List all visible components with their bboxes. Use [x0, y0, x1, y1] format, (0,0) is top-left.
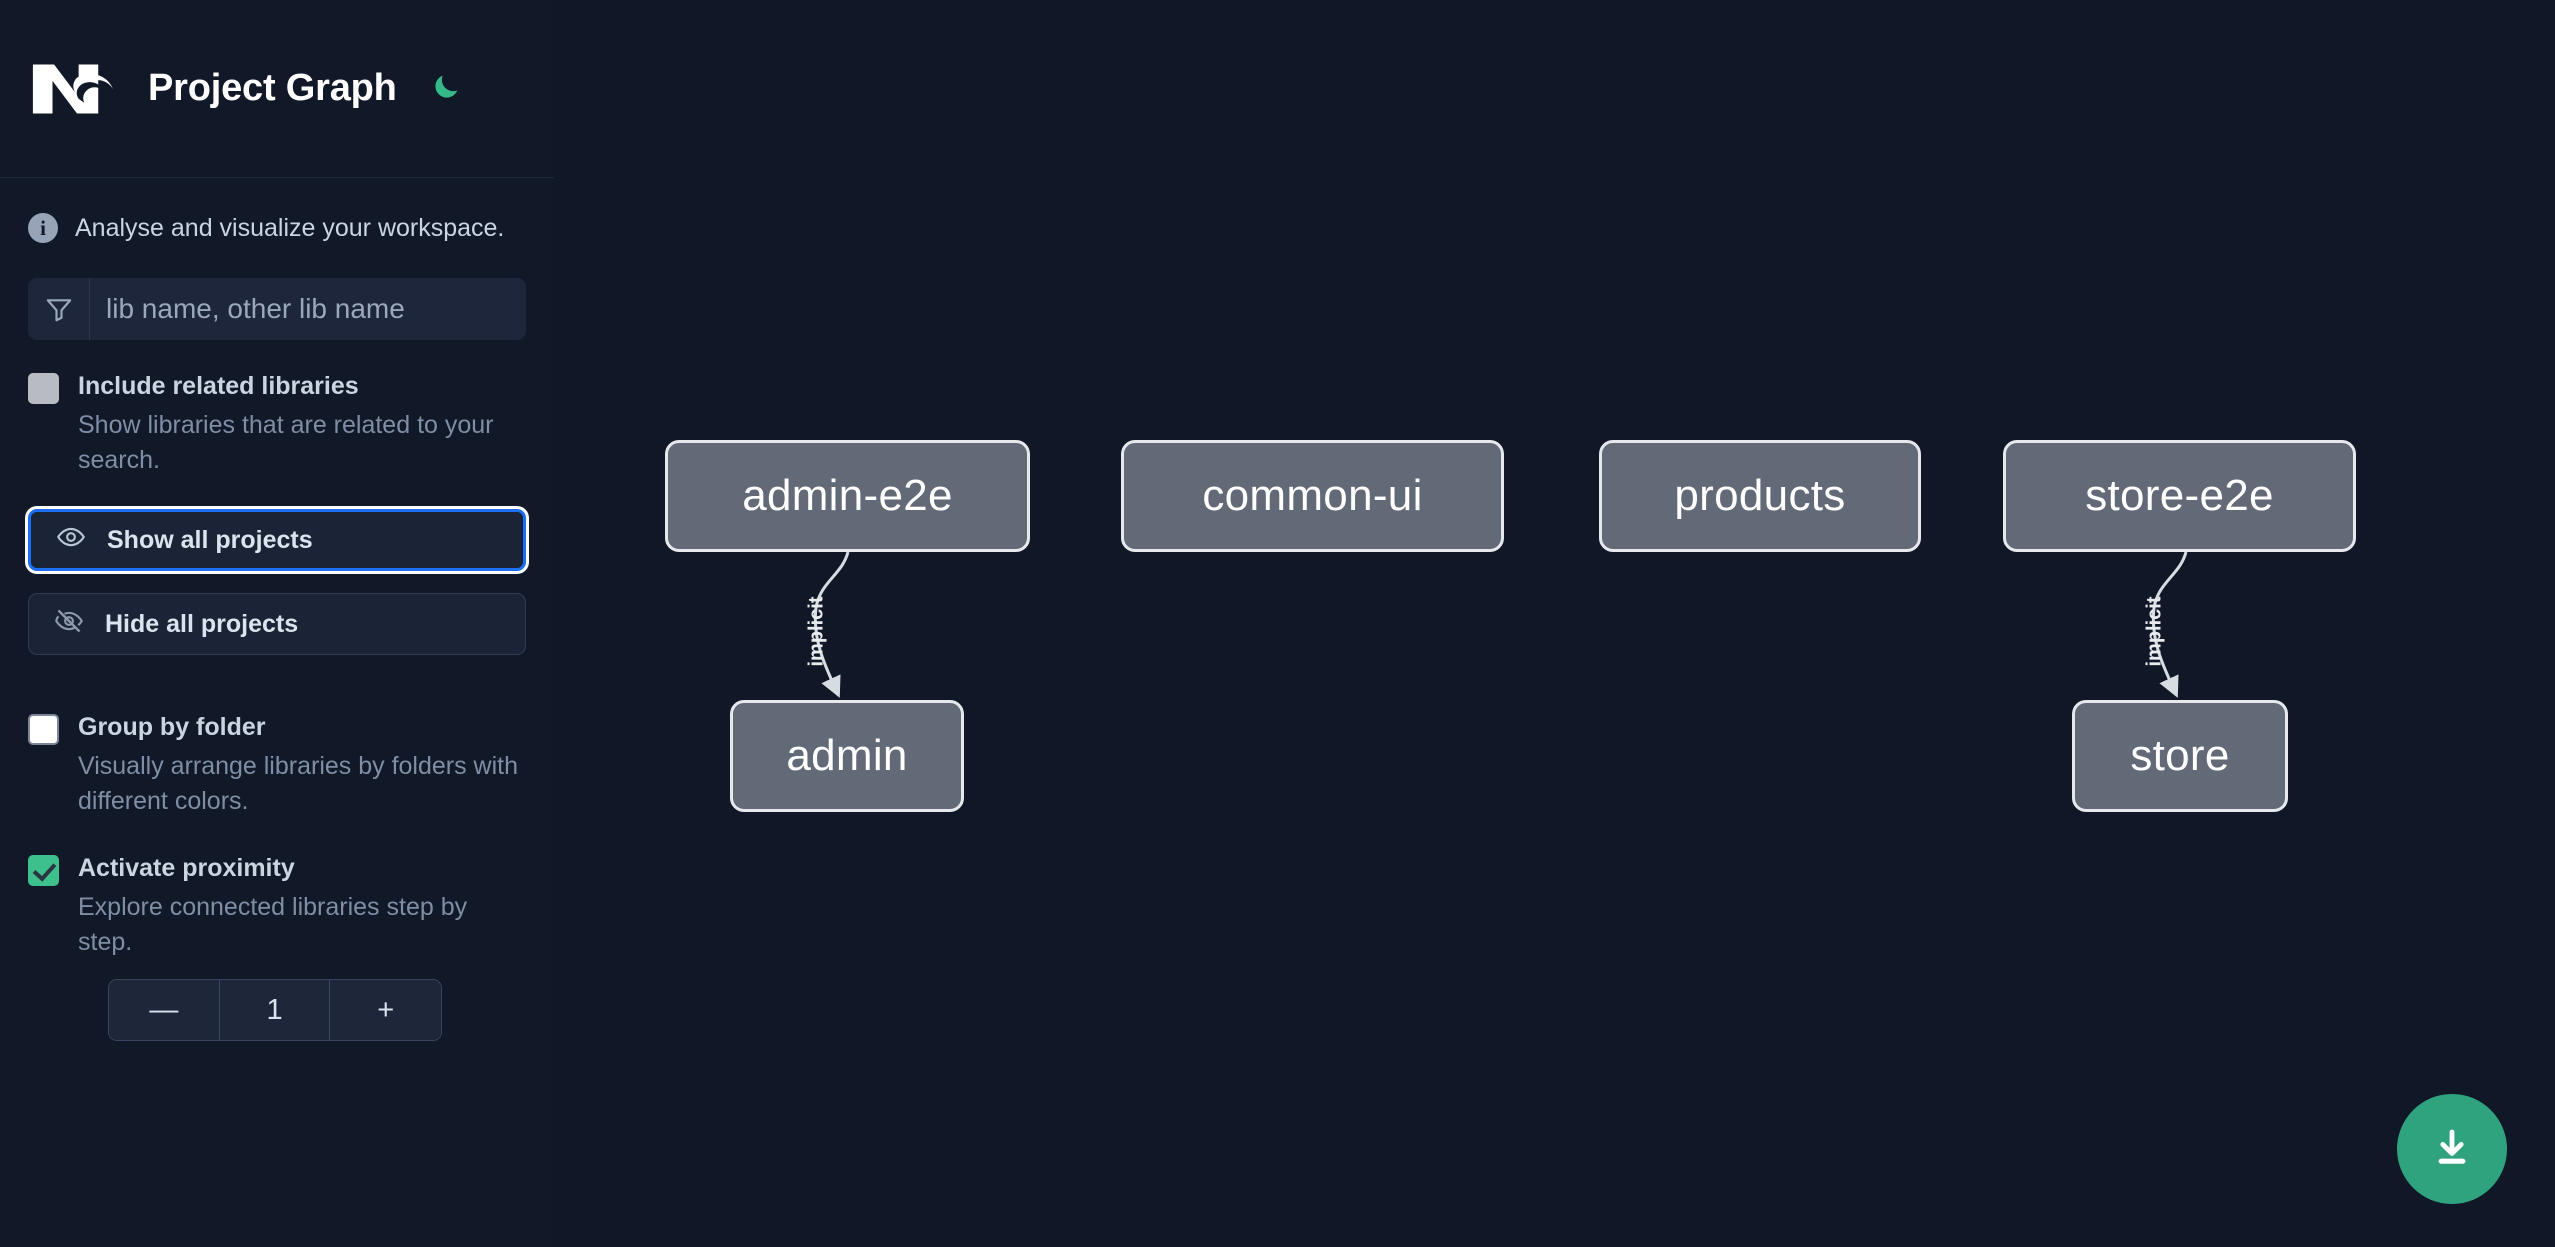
theme-toggle-button[interactable] — [425, 68, 467, 110]
graph-node-store[interactable]: store — [2072, 700, 2288, 812]
activate-proximity-checkbox[interactable] — [28, 855, 59, 886]
graph-edges — [813, 551, 2188, 698]
show-all-projects-button[interactable]: Show all projects — [28, 509, 526, 571]
sidebar: Project Graph i Analyse and visualize yo… — [0, 0, 554, 1247]
option-description: Show libraries that are related to your … — [78, 410, 494, 475]
proximity-decrement-button[interactable]: — — [109, 980, 220, 1040]
eye-off-icon — [54, 606, 84, 643]
hide-all-projects-button[interactable]: Hide all projects — [28, 593, 526, 655]
hide-all-projects-label: Hide all projects — [105, 609, 299, 638]
graph-node-admin[interactable]: admin — [730, 700, 964, 812]
option-group-by-folder[interactable]: Group by folder Visually arrange librari… — [28, 709, 526, 820]
search-input[interactable] — [90, 278, 526, 340]
graph-node-products[interactable]: products — [1599, 440, 1921, 552]
download-icon — [2428, 1124, 2476, 1175]
show-all-projects-label: Show all projects — [107, 525, 313, 554]
include-related-libraries-checkbox[interactable] — [28, 373, 59, 404]
sidebar-panel: Include related libraries Show libraries… — [0, 278, 554, 1041]
node-label: common-ui — [1202, 471, 1423, 520]
group-by-folder-checkbox[interactable] — [28, 714, 59, 745]
graph-node-store-e2e[interactable]: store-e2e — [2003, 440, 2356, 552]
info-circle-icon: i — [28, 213, 58, 243]
eye-icon — [56, 522, 86, 559]
download-graph-button[interactable] — [2397, 1094, 2507, 1204]
edge-label-admin-implicit: implicit — [805, 596, 828, 667]
option-title: Activate proximity — [78, 854, 295, 882]
proximity-stepper[interactable]: — 1 + — [108, 979, 442, 1041]
node-label: store-e2e — [2085, 471, 2274, 520]
workspace-info-text: Analyse and visualize your workspace. — [75, 213, 505, 242]
graph-node-common-ui[interactable]: common-ui — [1121, 440, 1504, 552]
spacer — [28, 677, 526, 709]
option-description: Explore connected libraries step by step… — [78, 892, 468, 957]
node-label: products — [1674, 471, 1846, 520]
workspace-info: i Analyse and visualize your workspace. — [0, 178, 554, 278]
option-include-related-libraries[interactable]: Include related libraries Show libraries… — [28, 368, 526, 479]
proximity-value: 1 — [219, 980, 331, 1040]
node-label: admin-e2e — [742, 471, 953, 520]
option-activate-proximity[interactable]: Activate proximity Explore connected lib… — [28, 850, 526, 961]
option-description: Visually arrange libraries by folders wi… — [78, 751, 519, 816]
search-field[interactable] — [28, 278, 526, 340]
moon-icon — [430, 71, 462, 106]
graph-canvas[interactable]: admin-e2e common-ui products store-e2e a… — [554, 0, 2555, 1247]
option-title: Group by folder — [78, 713, 266, 741]
page-title: Project Graph — [148, 67, 397, 109]
filter-funnel-icon — [28, 278, 90, 340]
brand-header: Project Graph — [0, 0, 554, 178]
graph-node-admin-e2e[interactable]: admin-e2e — [665, 440, 1030, 552]
node-label: store — [2130, 731, 2230, 780]
edge-label-store-implicit: implicit — [2143, 596, 2166, 667]
nx-logo-icon — [28, 58, 126, 120]
proximity-increment-button[interactable]: + — [330, 980, 441, 1040]
option-title: Include related libraries — [78, 372, 359, 400]
node-label: admin — [786, 731, 908, 780]
